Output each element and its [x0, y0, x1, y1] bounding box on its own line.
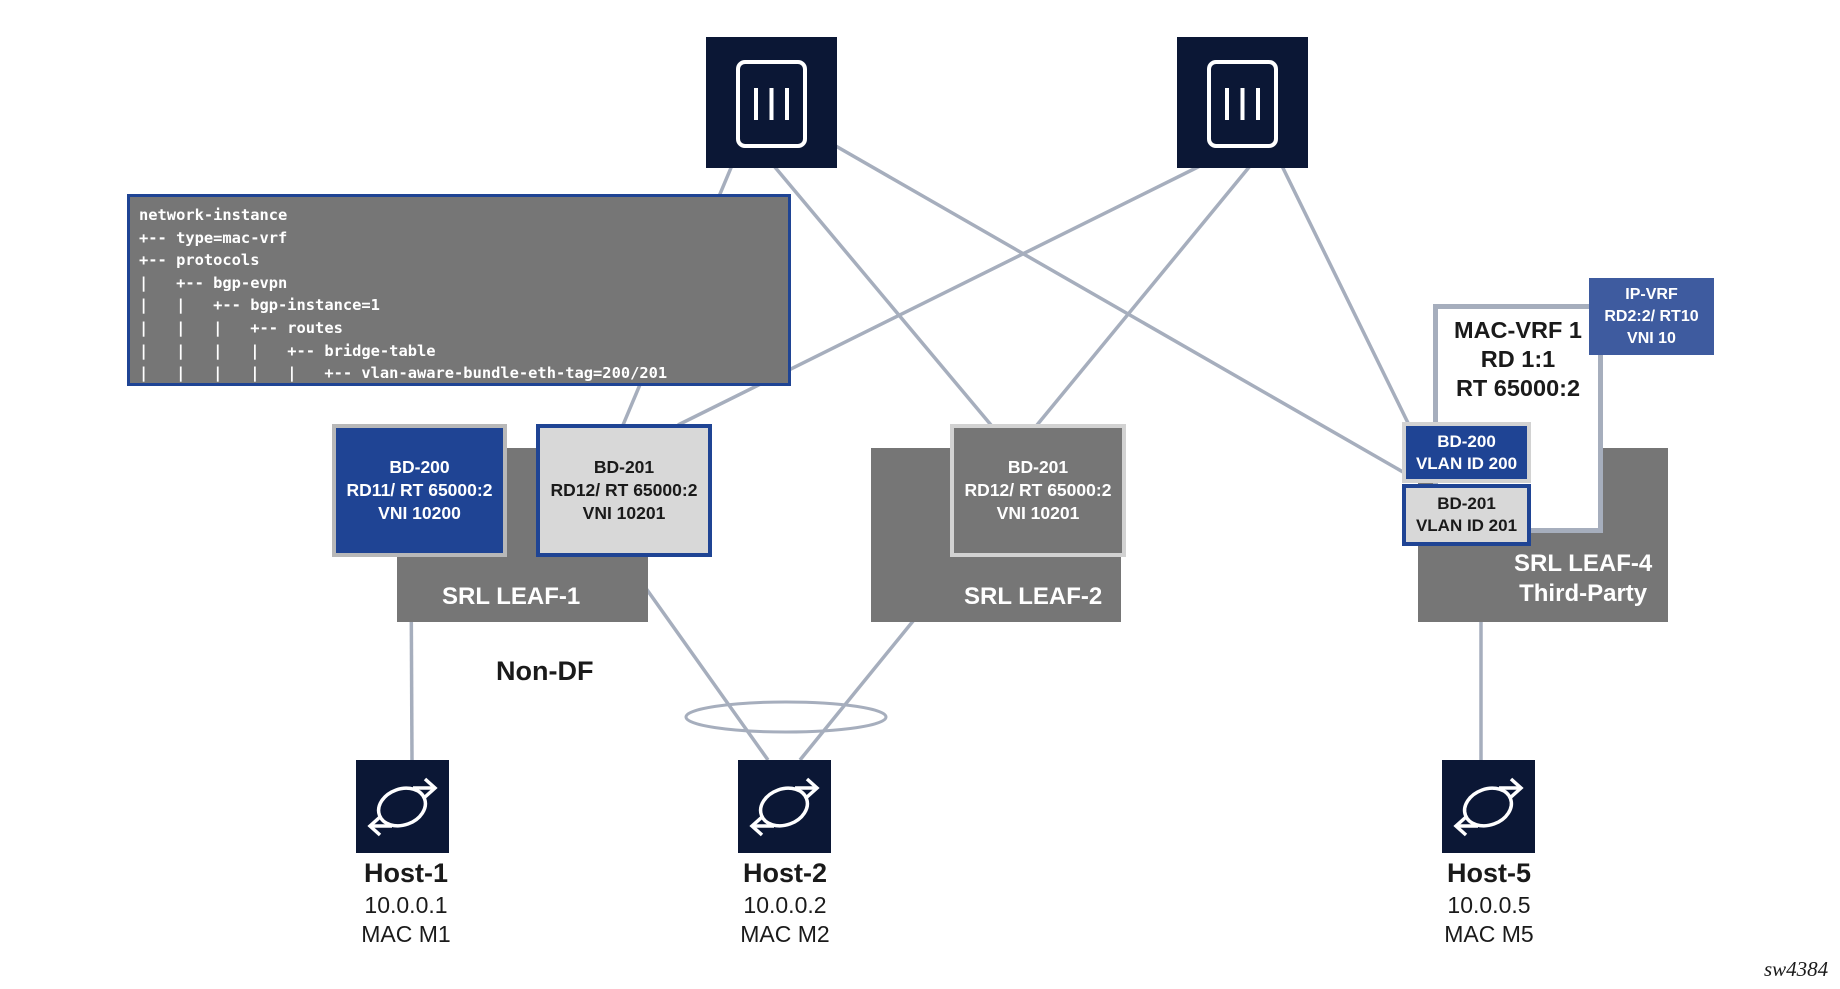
leaf-1-bd-201: BD-201 RD12/ RT 65000:2 VNI 10201 — [536, 424, 712, 557]
host-5-name: Host-5 — [1446, 858, 1531, 888]
config-tree-lines: network-instance +-- type=mac-vrf +-- prot… — [139, 204, 780, 385]
leaf-4-label-line2: Third-Party — [1519, 580, 1648, 607]
host-5-icon-box — [1442, 760, 1535, 853]
ip-vrf-vni: VNI 10 — [1627, 329, 1676, 347]
bd-rd-rt: RD11/ RT 65000:2 — [346, 480, 493, 500]
bd-vlan: VLAN ID 201 — [1415, 516, 1518, 535]
ip-vrf-name: IP-VRF — [1625, 285, 1678, 303]
switch-slots-icon — [1207, 60, 1278, 148]
mac-vrf-name: MAC-VRF 1 — [1454, 317, 1582, 343]
config-line: | | | +-- routes — [139, 318, 343, 337]
bd-vlan: VLAN ID 200 — [1415, 453, 1518, 473]
bd-name: BD-201 — [1437, 494, 1496, 513]
host-arrows-icon — [367, 777, 438, 837]
non-df-label: Non-DF — [496, 656, 594, 686]
mac-vrf-label: MAC-VRF 1 RD 1:1 RT 65000:2 — [1438, 316, 1598, 403]
link-spine1-leaf2 — [772, 164, 993, 427]
host-5-ip: 10.0.0.5 — [1447, 892, 1531, 918]
host-2-mac: MAC M2 — [740, 921, 830, 947]
bd-name: BD-200 — [1437, 431, 1496, 451]
mac-vrf-rt: RT 65000:2 — [1455, 375, 1581, 401]
leaf-1-label: SRL LEAF-1 — [442, 583, 581, 610]
config-line: +-- type=mac-vrf — [139, 228, 288, 247]
link-spine2-leaf4 — [1280, 165, 1411, 426]
config-line: | | | | | +-- vlan-aware-bundle-eth-tag=… — [139, 364, 668, 383]
config-line: network-instance — [139, 206, 288, 224]
host-1-ip: 10.0.0.1 — [364, 892, 448, 918]
bd-name: BD-201 — [593, 457, 655, 477]
host-5-mac: MAC M5 — [1444, 921, 1534, 947]
bd-rd-rt: RD12/ RT 65000:2 — [550, 480, 698, 500]
link-spine2-leaf2 — [1035, 164, 1252, 427]
leaf-4-label-line1: SRL LEAF-4 — [1514, 550, 1653, 577]
leaf-1-bd-200: BD-200 RD11/ RT 65000:2 VNI 10200 — [332, 424, 507, 557]
leaf-4-bd-200: BD-200 VLAN ID 200 — [1402, 422, 1531, 483]
bd-rd-rt: RD12/ RT 65000:2 — [964, 480, 1112, 500]
host-2-ip: 10.0.0.2 — [743, 892, 827, 918]
bd-vni: VNI 10200 — [378, 503, 461, 523]
host-arrows-icon — [1453, 777, 1524, 837]
config-line: | | +-- bgp-instance=1 — [139, 296, 380, 315]
bd-name: BD-200 — [389, 457, 450, 477]
leaf-4-label: SRL LEAF-4 Third-Party — [1514, 549, 1652, 609]
link-spine1-leaf4 — [833, 143, 1404, 474]
host-arrows-icon — [749, 777, 820, 837]
host-2-name: Host-2 — [742, 858, 827, 888]
host-2-icon-box — [738, 760, 831, 853]
config-line: | | | | +-- bridge-table — [139, 341, 436, 360]
leaf-2-bd-201: BD-201 RD12/ RT 65000:2 VNI 10201 — [950, 424, 1126, 557]
lag-ellipse — [684, 700, 888, 734]
figure-id: sw4384 — [1764, 957, 1829, 981]
ip-vrf-box: IP-VRF RD2:2/ RT10 VNI 10 — [1589, 278, 1714, 355]
host-1-name: Host-1 — [363, 858, 448, 888]
bd-name: BD-201 — [1007, 457, 1069, 477]
host-1-mac: MAC M1 — [361, 921, 451, 947]
ip-vrf-rd-rt: RD2:2/ RT10 — [1604, 307, 1699, 325]
switch-slots-icon — [736, 60, 807, 148]
config-tree-box: network-instance +-- type=mac-vrf +-- prot… — [127, 194, 791, 386]
mac-vrf-rd: RD 1:1 — [1480, 346, 1556, 372]
spine-1 — [706, 37, 837, 168]
config-line: | +-- bgp-evpn — [139, 273, 288, 292]
host-1-icon-box — [356, 760, 449, 853]
leaf-2-label: SRL LEAF-2 — [964, 583, 1103, 610]
spine-2 — [1177, 37, 1308, 168]
leaf-4-bd-201: BD-201 VLAN ID 201 — [1402, 484, 1531, 546]
config-line: +-- protocols — [139, 251, 260, 270]
bd-vni: VNI 10201 — [996, 503, 1080, 523]
bd-vni: VNI 10201 — [582, 503, 666, 523]
